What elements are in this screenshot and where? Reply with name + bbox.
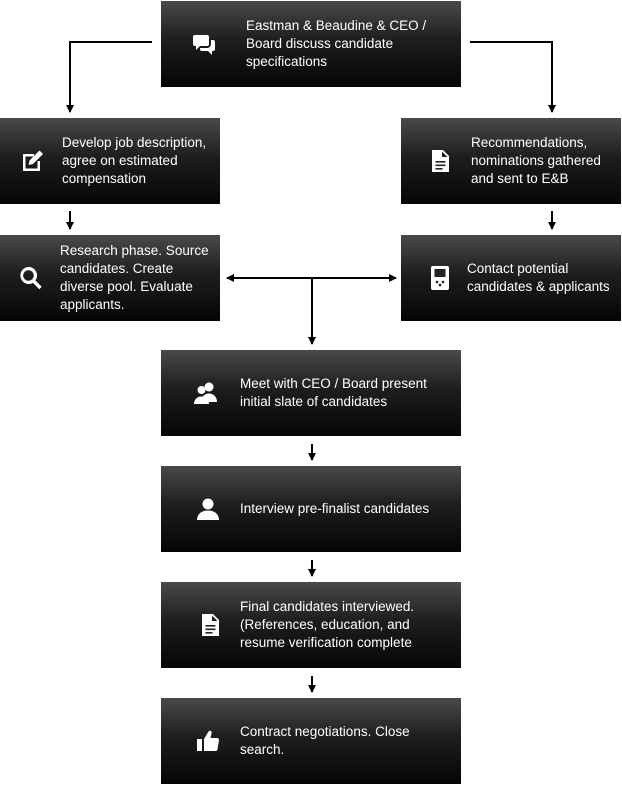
node-interview: Interview pre-finalist candidates [161, 466, 461, 552]
node-recommend-label: Recommendations, nominations gathered an… [471, 135, 601, 186]
node-research: Research phase. Source candidates. Creat… [0, 235, 220, 321]
node-contract: Contract negotiations. Close search. [161, 698, 461, 784]
search-icon [18, 265, 44, 291]
speech-bubbles-icon [191, 31, 217, 57]
node-discuss: Eastman & Beaudine & CEO / Board discuss… [161, 1, 461, 87]
connector-top-right [470, 41, 556, 113]
group-icon [193, 380, 219, 406]
node-meet: Meet with CEO / Board present initial sl… [161, 350, 461, 436]
document-icon [197, 612, 223, 638]
node-meet-label: Meet with CEO / Board present initial sl… [240, 376, 427, 409]
node-contract-label: Contract negotiations. Close search. [240, 724, 410, 757]
thumbs-up-icon [195, 728, 221, 754]
connector-top-left [66, 41, 152, 113]
person-icon [195, 496, 221, 522]
node-contact-label: Contact potential candidates & applicant… [467, 261, 610, 294]
node-final: Final candidates interviewed. (Reference… [161, 582, 461, 668]
node-discuss-label: Eastman & Beaudine & CEO / Board discuss… [246, 18, 427, 69]
node-research-label: Research phase. Source candidates. Creat… [60, 243, 209, 312]
edit-icon [20, 148, 46, 174]
document-icon [427, 148, 453, 174]
node-final-label: Final candidates interviewed. (Reference… [240, 599, 415, 650]
node-develop: Develop job description, agree on estima… [0, 118, 220, 204]
node-contact: Contact potential candidates & applicant… [401, 235, 621, 321]
node-interview-label: Interview pre-finalist candidates [240, 501, 430, 516]
node-recommend: Recommendations, nominations gathered an… [401, 118, 621, 204]
node-develop-label: Develop job description, agree on estima… [62, 135, 207, 186]
device-icon [427, 265, 453, 291]
